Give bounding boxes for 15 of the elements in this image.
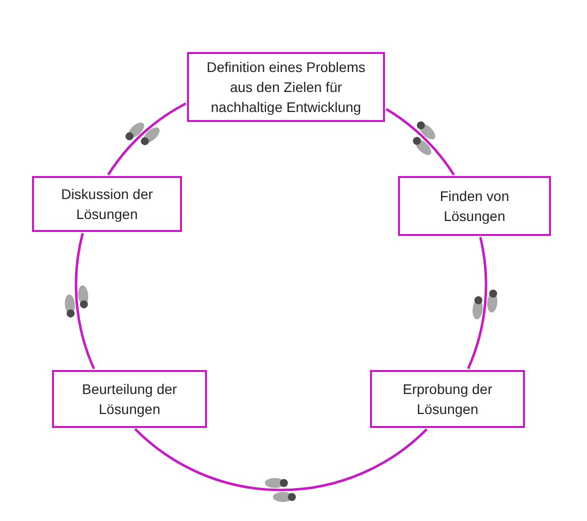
cycle-arc [466, 236, 488, 370]
cycle-arc [74, 232, 96, 370]
cycle-arc [107, 102, 186, 176]
step-box [398, 176, 551, 236]
cycle-arc [386, 108, 455, 176]
step-box [52, 370, 207, 428]
step-label: Erprobung der Lösungen [402, 380, 494, 419]
step-box [187, 52, 385, 122]
step-box [32, 176, 182, 232]
cycle-arc [134, 428, 428, 491]
step-label: Diskussion der Lösungen [60, 185, 154, 224]
step-label: Beurteilung der Lösungen [81, 380, 178, 419]
step-label: Definition eines Problems aus den Zielen für nachhaltige Entwicklung [206, 58, 366, 117]
step-label: Finden von Lösungen [438, 187, 510, 226]
step-box [370, 370, 525, 428]
